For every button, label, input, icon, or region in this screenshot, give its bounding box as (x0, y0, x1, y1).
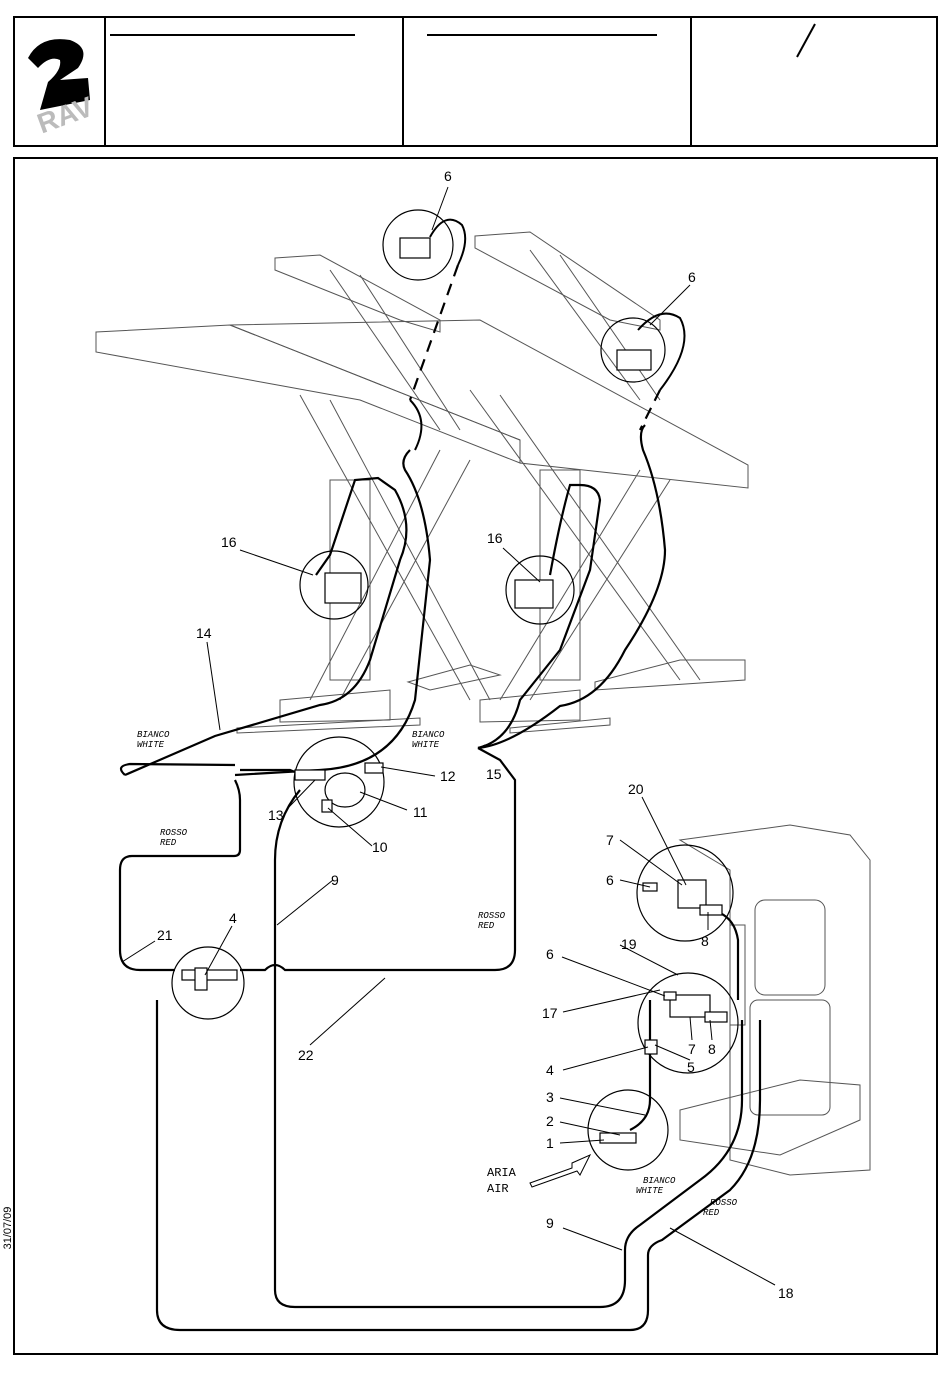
scissor-lift (96, 232, 748, 733)
callout-22: 22 (298, 1047, 314, 1063)
callout-6: 6 (546, 946, 554, 962)
callout-8: 8 (701, 933, 709, 949)
callout-11: 11 (413, 804, 428, 820)
callout-6: 6 (688, 269, 696, 285)
hose-label-red: RED (160, 838, 177, 848)
callout-18: 18 (778, 1285, 794, 1301)
callout-13: 13 (268, 807, 284, 823)
callout-4: 4 (546, 1062, 554, 1078)
hose-label-white: WHITE (636, 1186, 664, 1196)
callout-15: 15 (486, 766, 502, 782)
callout-17: 17 (542, 1005, 558, 1021)
hose-label-rosso: ROSSO (710, 1198, 738, 1208)
air-inlet-arrow (530, 1155, 590, 1187)
air-label-aria: ARIA (487, 1166, 517, 1180)
callout-16: 16 (221, 534, 237, 550)
callout-6: 6 (606, 872, 614, 888)
callout-9: 9 (546, 1215, 554, 1231)
callout-4: 4 (229, 910, 237, 926)
hose-label-red: RED (478, 921, 495, 931)
hose-label-rosso: ROSSO (478, 911, 506, 921)
callout-6: 6 (444, 168, 452, 184)
rav-logo: RAV (28, 39, 98, 139)
leader-lines (122, 187, 775, 1285)
callout-8: 8 (708, 1041, 716, 1057)
callout-10: 10 (372, 839, 388, 855)
callout-14: 14 (196, 625, 212, 641)
hose-label-bianco: BIANCO (643, 1176, 676, 1186)
callout-numbers: 6 6 16 16 14 15 12 13 11 10 9 4 21 22 20… (157, 168, 794, 1301)
hose-label-rosso: ROSSO (160, 828, 188, 838)
hose-label-red: RED (703, 1208, 720, 1218)
callout-7: 7 (688, 1041, 696, 1057)
callout-12: 12 (440, 768, 456, 784)
callout-2: 2 (546, 1113, 554, 1129)
callout-3: 3 (546, 1089, 554, 1105)
callout-21: 21 (157, 927, 173, 943)
callout-20: 20 (628, 781, 644, 797)
svg-text:RAV: RAV (33, 91, 98, 140)
callout-9: 9 (331, 872, 339, 888)
callout-5: 5 (687, 1059, 695, 1075)
hose-label-white: WHITE (412, 740, 440, 750)
header-slash-mark (797, 24, 815, 57)
hose-label-bianco: BIANCO (137, 730, 170, 740)
callout-19: 19 (621, 936, 637, 952)
fittings (182, 238, 727, 1143)
hose-label-white: WHITE (137, 740, 165, 750)
air-labels: ARIA AIR (487, 1166, 517, 1196)
callout-16: 16 (487, 530, 503, 546)
callout-7: 7 (606, 832, 614, 848)
detail-circles (172, 210, 738, 1170)
callout-1: 1 (546, 1135, 554, 1151)
hose-label-bianco: BIANCO (412, 730, 445, 740)
air-label-air: AIR (487, 1182, 509, 1196)
